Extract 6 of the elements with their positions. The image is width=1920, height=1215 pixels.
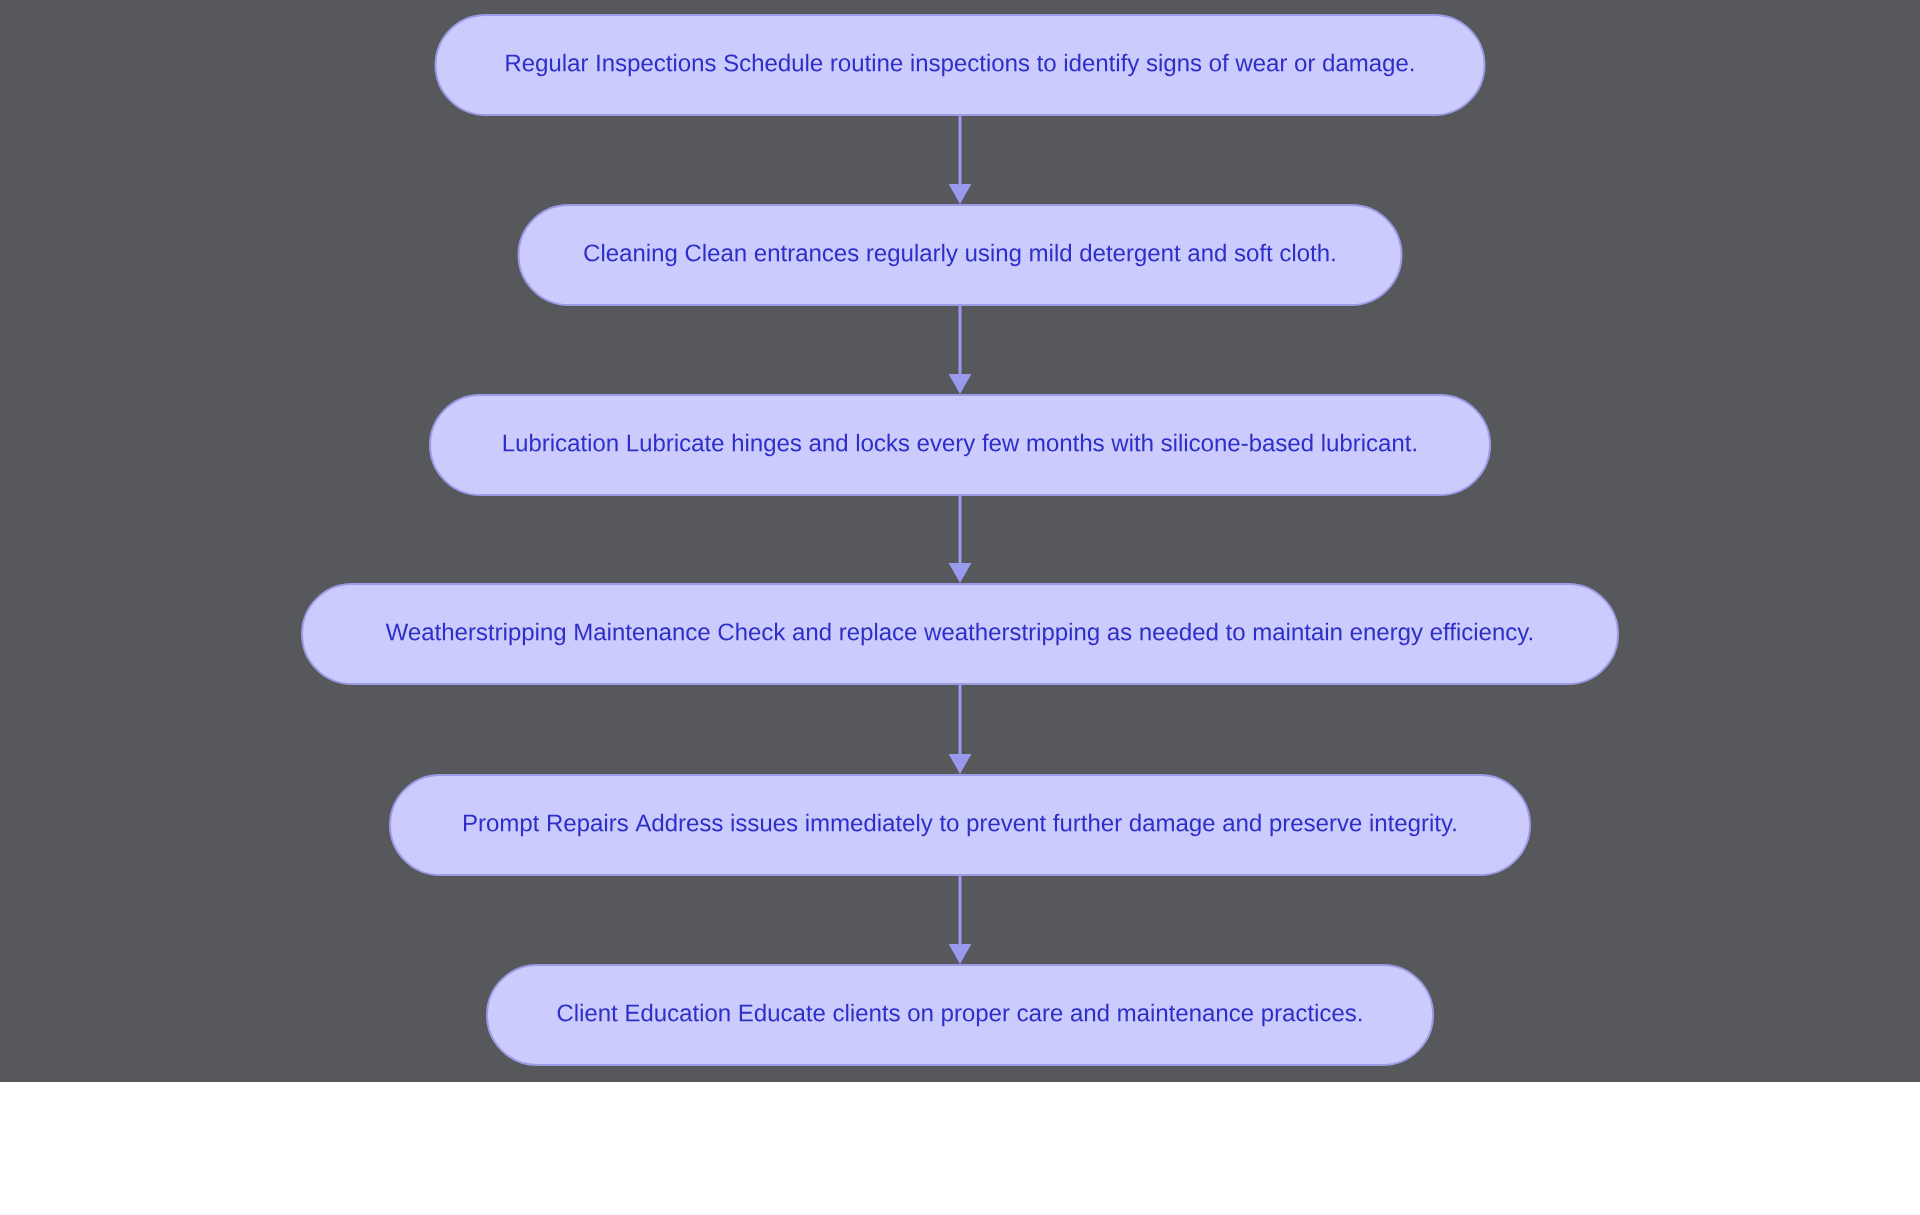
process-box: Client Education Educate clients on proper care and maintenance practices. [486,964,1434,1066]
process-box: Lubrication Lubricate hinges and locks every few months with silicone-based lubricant. [429,394,1491,496]
process-box: Weatherstripping Maintenance Check and replace weatherstripping as needed to maintain energy efficiency. [301,583,1620,685]
process-box: Cleaning Clean entrances regularly using mild detergent and soft cloth. [517,204,1403,306]
process-box: Regular Inspections Schedule routine inspections to identify signs of wear or damage. [434,14,1486,116]
process-box: Prompt Repairs Address issues immediately to prevent further damage and preserve integrity. [389,774,1531,876]
